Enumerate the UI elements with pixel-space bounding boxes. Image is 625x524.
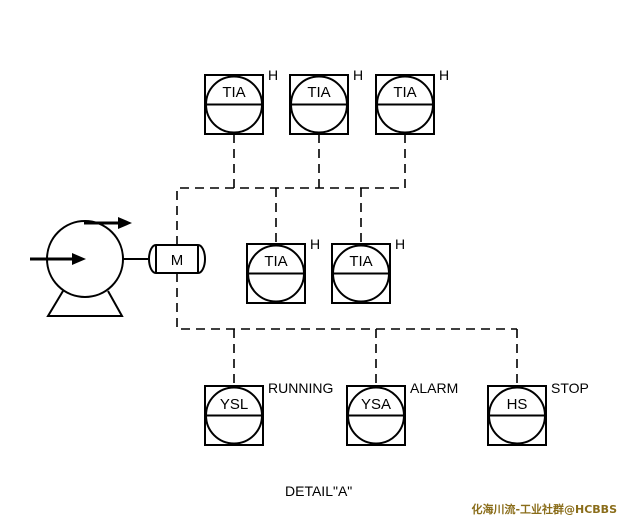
instrument-ysa: YSA ALARM	[346, 380, 458, 446]
watermark: 化海川流-工业社群@HCBBS	[471, 502, 617, 516]
instrument-side-label: ALARM	[410, 380, 458, 396]
instrument-side-label: H	[310, 236, 320, 252]
instrument-side-label: H	[439, 67, 449, 83]
instrument-tia-1: TIA H	[204, 67, 278, 135]
instrument-ysl: YSL RUNNING	[204, 380, 333, 446]
pump	[30, 217, 148, 317]
instrument-tag: YSA	[361, 396, 391, 413]
upper-signal-bus	[176, 187, 405, 245]
instrument-tag: TIA	[264, 253, 287, 270]
instrument-hs: HS STOP	[487, 380, 589, 446]
instrument-tag: TIA	[307, 84, 330, 101]
instrument-side-label: RUNNING	[268, 380, 333, 396]
instrument-tia-2: TIA H	[289, 67, 363, 135]
instrument-tag: YSL	[220, 396, 248, 413]
instrument-tag: TIA	[349, 253, 372, 270]
motor: M	[148, 244, 206, 274]
instrument-tia-4: TIA H	[246, 236, 320, 304]
lower-signal-bus	[176, 273, 517, 330]
suction-arrow-icon	[72, 253, 86, 265]
instrument-side-label: H	[353, 67, 363, 83]
instrument-side-label: STOP	[551, 380, 589, 396]
discharge-arrow-icon	[118, 217, 132, 229]
signal-lines	[176, 134, 518, 386]
instrument-tia-5: TIA H	[331, 236, 405, 304]
instrument-side-label: H	[395, 236, 405, 252]
instrument-tag: HS	[507, 396, 528, 413]
instrument-tag: TIA	[393, 84, 416, 101]
motor-label: M	[171, 252, 184, 269]
diagram-caption: DETAIL"A"	[285, 483, 352, 499]
instrument-tia-3: TIA H	[375, 67, 449, 135]
instrument-tag: TIA	[222, 84, 245, 101]
instrument-side-label: H	[268, 67, 278, 83]
pump-base	[46, 290, 124, 317]
